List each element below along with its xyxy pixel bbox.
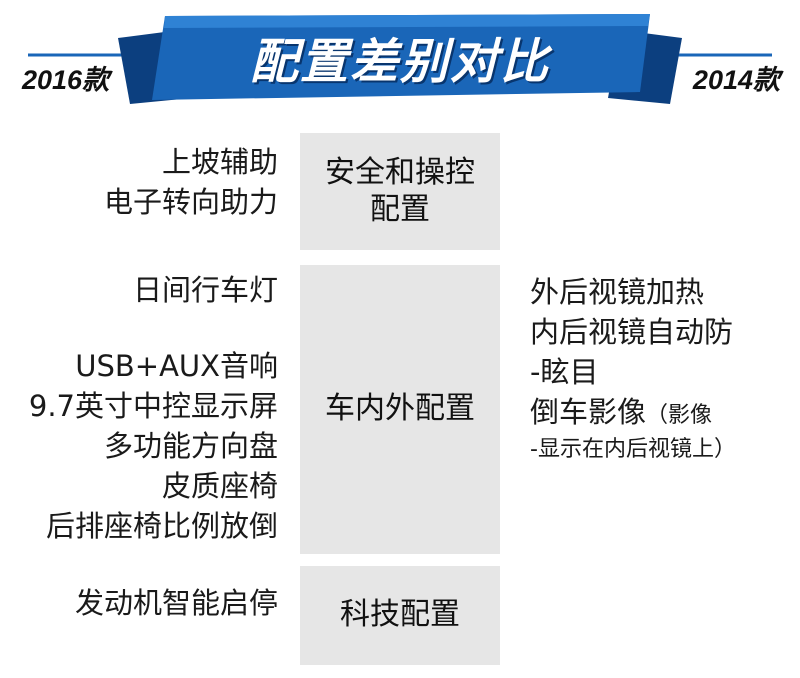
list-item: 内后视镜自动防 [530,315,734,349]
list-item-note: -显示在内后视镜上） [530,437,736,462]
list-item: 多功能方向盘 [103,429,278,463]
list-item: 9.7英寸中控显示屏 [28,389,278,423]
right-year-label: 2014款 [692,65,780,95]
list-item: 发动机智能启停 [74,586,278,620]
list-item-text: 倒车影像 [530,395,647,429]
list-item-note: （影像 [646,403,713,428]
list-item: 倒车影像（影像 [530,392,736,436]
title-banner [28,14,772,104]
left-items-interior-exterior: 日间行车灯 USB+AUX音响 9.7英寸中控显示屏 多功能方向盘 皮质座椅 后… [29,270,278,546]
list-item: -眩目 [530,355,599,389]
list-item: 皮质座椅 [161,469,278,503]
category-label: 车内外配置 [325,391,475,427]
category-label: 科技配置 [340,597,460,633]
list-item: 外后视镜加热 [530,275,705,309]
category-label: 配置 [370,191,430,227]
left-items-safety: 上坡辅助 电子转向助力 [104,142,278,222]
list-item: 电子转向助力 [103,185,278,219]
category-box-technology: 科技配置 [300,566,500,665]
list-item: 上坡辅助 [161,145,278,179]
category-label: 安全和操控 [325,154,475,190]
left-items-technology: 发动机智能启停 [75,583,278,623]
category-box-interior-exterior: 车内外配置 [300,265,500,554]
list-item: 日间行车灯 [132,273,278,307]
list-item: 后排座椅比例放倒 [45,509,278,543]
left-year-label: 2016款 [22,65,110,95]
page-title: 配置差别对比 [249,34,550,90]
right-items-interior-exterior: 外后视镜加热 内后视镜自动防 -眩目 倒车影像（影像 -显示在内后视镜上） [530,272,736,464]
list-item: USB+AUX音响 [75,349,278,383]
category-box-safety: 安全和操控 配置 [300,133,500,250]
